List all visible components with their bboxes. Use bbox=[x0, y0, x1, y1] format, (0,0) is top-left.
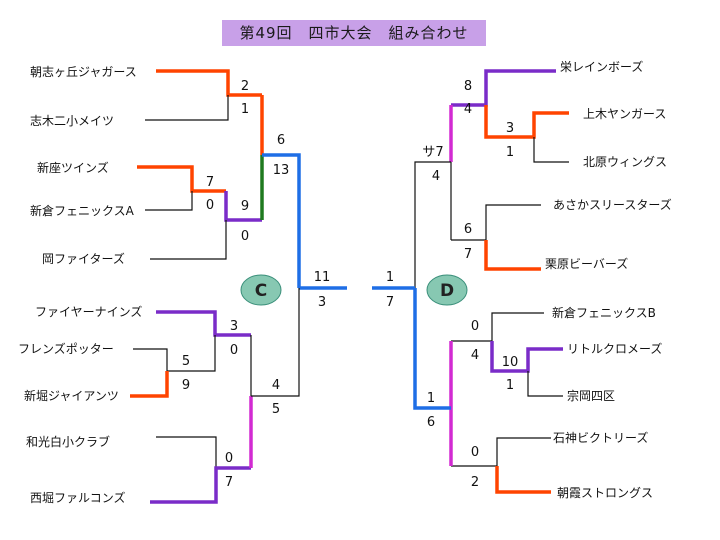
score-c-final-bot: 3 bbox=[318, 295, 326, 310]
team-wako-shiro: 和光白小クラブ bbox=[26, 434, 110, 449]
line-dsemi-winner bbox=[414, 161, 451, 288]
team-sakae-rainbows: 栄レインボーズ bbox=[560, 59, 643, 74]
team-nishibori-falcons: 西堀ファルコンズ bbox=[30, 490, 126, 505]
team-fire-nines: ファイヤーナインズ bbox=[35, 304, 142, 319]
line-ishigami bbox=[451, 437, 551, 467]
team-asaka-three-stars: あさかスリースターズ bbox=[553, 197, 672, 212]
team-friends-potter: フレンズポッター bbox=[18, 341, 114, 356]
line-nibori bbox=[130, 371, 169, 398]
score-c-pre2-bot: 9 bbox=[182, 378, 190, 393]
score-c-r1e-top: 0 bbox=[225, 451, 233, 466]
score-c-r1e-bot: 7 bbox=[225, 475, 233, 490]
score-c-r2b-top: 9 bbox=[241, 199, 249, 214]
score-c-r2d-bot: 5 bbox=[272, 402, 280, 417]
line-asaka-strongs bbox=[495, 466, 551, 494]
score-c-semi-bot: 13 bbox=[273, 163, 290, 178]
team-asashi-jaguars: 朝志ヶ丘ジャガース bbox=[30, 65, 137, 79]
line-kurihara bbox=[484, 240, 541, 271]
team-oka-fighters: 岡ファイターズ bbox=[42, 251, 125, 266]
score-c-pre2-top: 5 bbox=[182, 354, 190, 369]
score-d-r1b-bot: 7 bbox=[464, 247, 472, 262]
line-friends bbox=[133, 335, 216, 372]
score-d-semi-top: サ7 bbox=[422, 145, 443, 160]
line-niiza bbox=[137, 165, 226, 193]
score-c-r1a-top: 2 bbox=[241, 79, 249, 94]
team-shiki2-mates: 志木二小メイツ bbox=[30, 114, 114, 128]
score-c-r1a-bot: 1 bbox=[241, 102, 249, 117]
line-semi-winner bbox=[262, 153, 301, 288]
line-kitahara bbox=[533, 137, 569, 163]
score-d-r1a-top: 8 bbox=[464, 79, 472, 94]
line-semi2-winner bbox=[251, 288, 300, 397]
page-title: 第49回 四市大会 組み合わせ bbox=[222, 20, 486, 46]
line-niikura-a bbox=[145, 191, 193, 211]
line-sakae bbox=[451, 69, 556, 107]
score-c-r2b-bot: 0 bbox=[241, 229, 249, 244]
score-d-pre-bot: 1 bbox=[506, 145, 514, 160]
block-d-label: D bbox=[440, 281, 454, 301]
score-c-pre-bot: 0 bbox=[206, 198, 214, 213]
line-asashi bbox=[156, 69, 262, 97]
team-asaka-strongs: 朝霞ストロングス bbox=[557, 486, 653, 500]
score-d-semi2-bot: 6 bbox=[427, 415, 435, 430]
score-c-final-top: 11 bbox=[314, 270, 331, 285]
team-muneoka-4ku: 宗岡四区 bbox=[567, 388, 615, 403]
line-nishibori bbox=[150, 466, 251, 504]
line-shiki2 bbox=[145, 95, 229, 121]
line-asaka3 bbox=[451, 204, 541, 241]
score-d-r1c-top: 0 bbox=[471, 319, 479, 334]
score-d-pre2-top: 10 bbox=[502, 355, 519, 370]
score-d-pre2-bot: 1 bbox=[506, 378, 514, 393]
score-d-r1a-bot: 4 bbox=[464, 102, 472, 117]
score-d-final-bot: 7 bbox=[386, 295, 394, 310]
score-c-r1c-bot: 0 bbox=[230, 343, 238, 358]
team-niikura-phoenix-a: 新倉フェニックスA bbox=[30, 203, 135, 218]
team-kami-younggas: 上木ヤンガース bbox=[583, 107, 666, 121]
block-c-badge bbox=[240, 274, 282, 306]
line-dsemi2-winner bbox=[413, 288, 451, 410]
score-d-final-top: 1 bbox=[386, 270, 394, 285]
team-little-chromes: リトルクロメーズ bbox=[567, 341, 662, 356]
score-d-semi-bot: 4 bbox=[432, 169, 440, 184]
score-d-r1c-bot: 4 bbox=[471, 348, 479, 363]
line-oka bbox=[150, 220, 227, 260]
score-d-semi2-top: 1 bbox=[427, 391, 435, 406]
block-c-label: C bbox=[255, 281, 267, 301]
score-c-semi-top: 6 bbox=[277, 133, 285, 148]
score-d-pre-top: 3 bbox=[506, 121, 514, 136]
line-muneoka bbox=[527, 371, 563, 397]
team-niiza-twins: 新座ツインズ bbox=[37, 160, 109, 175]
team-kurihara-beavers: 栗原ビーバーズ bbox=[545, 256, 628, 271]
line-fire bbox=[156, 310, 251, 337]
team-niikura-phoenix-b: 新倉フェニックスB bbox=[552, 305, 656, 320]
line-kami bbox=[484, 105, 569, 139]
score-c-pre-top: 7 bbox=[206, 175, 214, 190]
score-d-r1d-top: 0 bbox=[471, 445, 479, 460]
score-c-r1c-top: 3 bbox=[230, 319, 238, 334]
team-nibori-giants: 新堀ジャイアンツ bbox=[24, 388, 119, 403]
score-d-r1b-top: 6 bbox=[464, 222, 472, 237]
score-d-r1d-bot: 2 bbox=[471, 475, 479, 490]
line-wako bbox=[156, 436, 217, 468]
score-c-r2d-top: 4 bbox=[272, 378, 280, 393]
team-kitahara-wings: 北原ウィングス bbox=[583, 155, 667, 169]
team-ishigami-victories: 石神ビクトリーズ bbox=[553, 430, 648, 445]
line-niikura-b bbox=[451, 312, 544, 342]
block-d-badge bbox=[426, 274, 468, 306]
